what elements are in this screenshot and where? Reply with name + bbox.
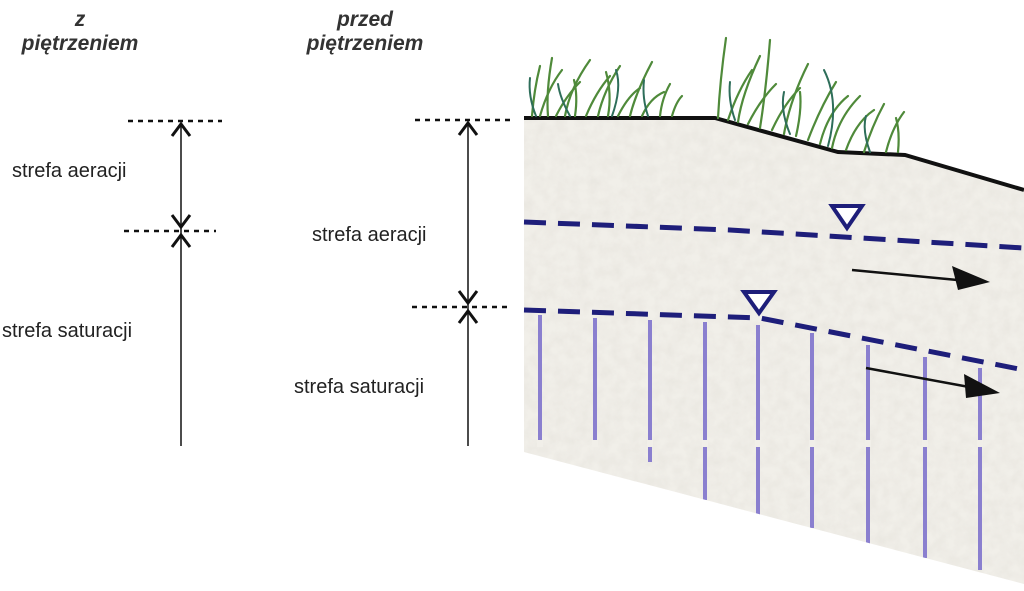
upper-flow-arrow-head	[952, 266, 990, 290]
header-with-damming-line1: z	[74, 8, 86, 31]
upper-water-table	[523, 219, 1024, 251]
left-saturation-label: strefa saturacji	[2, 320, 133, 342]
header-with-damming-line2: piętrzeniem	[21, 32, 139, 55]
lower-flow-arrow-head	[964, 374, 1000, 398]
middle-arrow-mid-down	[457, 308, 479, 324]
ground-surface-line	[524, 116, 1024, 192]
header-before-damming-line1: przed	[336, 8, 393, 31]
left-zone-ruler	[124, 119, 222, 446]
lower-flow-arrow	[865, 366, 981, 391]
left-arrow-mid-up	[170, 214, 192, 230]
grass-tufts	[528, 36, 906, 154]
soil-texture	[524, 118, 1024, 584]
middle-arrow-top	[457, 120, 479, 136]
left-aeration-label: strefa aeracji	[12, 160, 127, 182]
flow-arrows	[851, 266, 1000, 398]
lower-water-table	[523, 307, 1024, 373]
left-arrow-mid-down	[170, 232, 192, 248]
hatching-gaps	[537, 440, 983, 447]
lower-water-level-icon	[740, 290, 778, 317]
middle-aeration-label: strefa aeracji	[312, 224, 427, 246]
header-before-damming-line2: piętrzeniem	[306, 32, 424, 55]
upper-flow-arrow	[851, 268, 969, 283]
middle-saturation-label: strefa saturacji	[294, 376, 425, 398]
header-with-damming: z piętrzeniem	[20, 8, 140, 56]
soil-block	[524, 118, 1024, 584]
middle-arrow-mid-up	[457, 290, 479, 306]
left-arrow-top	[170, 121, 192, 137]
header-before-damming: przed piętrzeniem	[300, 8, 430, 56]
upper-water-level-icon	[828, 204, 866, 232]
middle-zone-ruler	[412, 118, 512, 446]
